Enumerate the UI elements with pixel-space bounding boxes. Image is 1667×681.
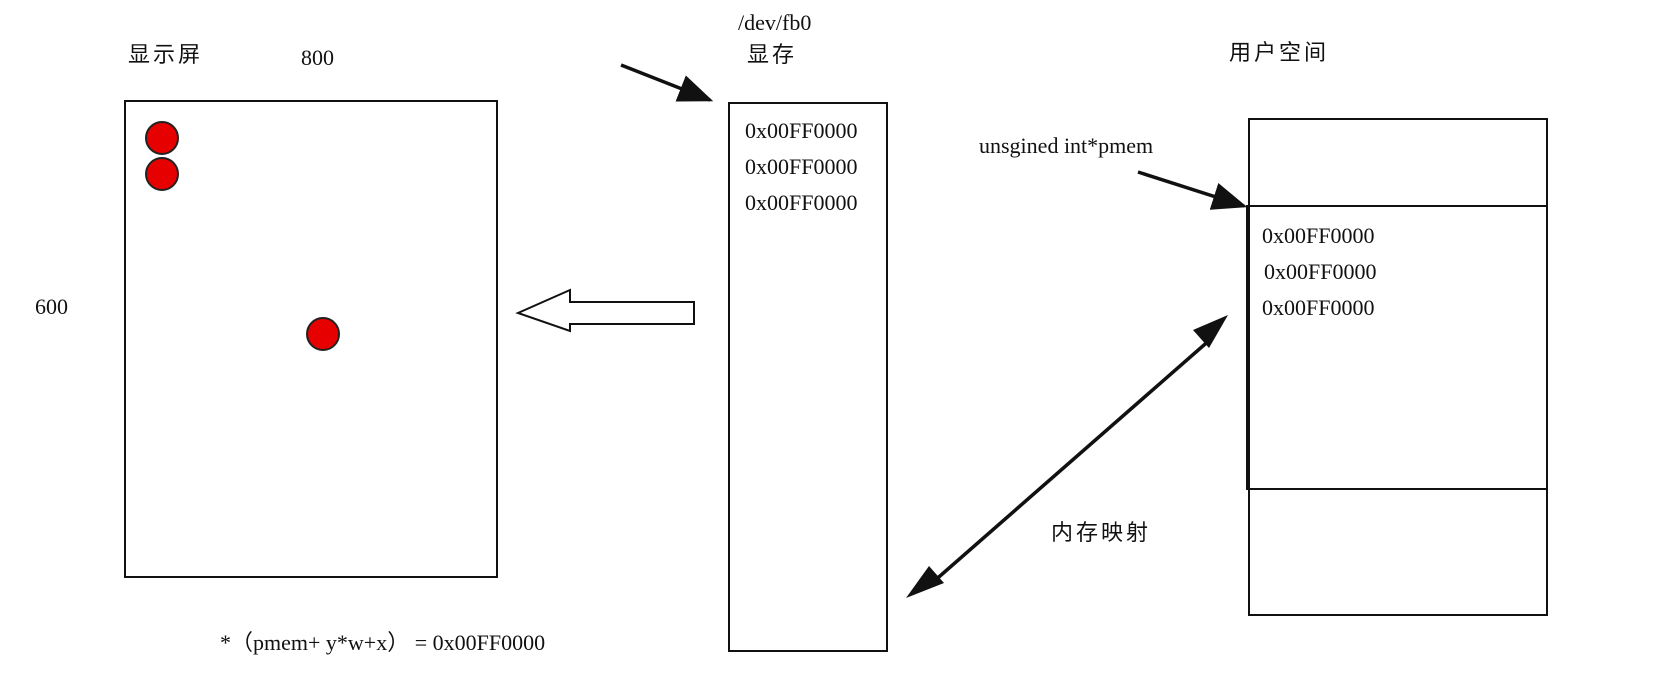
mapped-value: 0x00FF0000 xyxy=(1262,223,1375,248)
memory-mapping-label: 内存映射 xyxy=(1051,521,1152,546)
pixel-dot xyxy=(145,121,179,155)
pmem-pointer-label: unsgined int*pmem xyxy=(979,133,1154,158)
framebuffer-device-label: /dev/fb0 xyxy=(738,10,812,35)
memory-mapping-arrowhead-top xyxy=(1193,315,1228,348)
pixel-formula: *（pmem+ y*w+x） = 0x00FF0000 xyxy=(220,630,546,655)
screen-width-label: 800 xyxy=(301,45,334,70)
pixel-dot xyxy=(145,157,179,191)
framebuffer-value: 0x00FF0000 xyxy=(745,154,858,179)
framebuffer-label: 显存 xyxy=(747,43,798,68)
screen-height-label: 600 xyxy=(35,294,68,319)
memory-mapping-arrowhead-bottom xyxy=(906,566,944,598)
user-space-label: 用户空间 xyxy=(1229,41,1330,66)
mapped-region: 0x00FF0000 0x00FF0000 0x00FF0000 xyxy=(1246,205,1548,490)
framebuffer-value: 0x00FF0000 xyxy=(745,190,858,215)
framebuffer-value: 0x00FF0000 xyxy=(745,118,858,143)
display-screen xyxy=(124,100,498,578)
memory-mapping-arrow xyxy=(930,336,1214,585)
mapped-value: 0x00FF0000 xyxy=(1262,295,1375,320)
pixel-dot xyxy=(306,317,340,351)
fb0-arrow xyxy=(620,63,714,102)
pmem-arrow xyxy=(1137,170,1248,210)
framebuffer-memory-block: 0x00FF0000 0x00FF0000 0x00FF0000 xyxy=(728,102,888,652)
framebuffer-to-screen-arrow xyxy=(515,288,695,333)
screen-label: 显示屏 xyxy=(128,43,204,68)
mapped-value: 0x00FF0000 xyxy=(1264,259,1377,284)
